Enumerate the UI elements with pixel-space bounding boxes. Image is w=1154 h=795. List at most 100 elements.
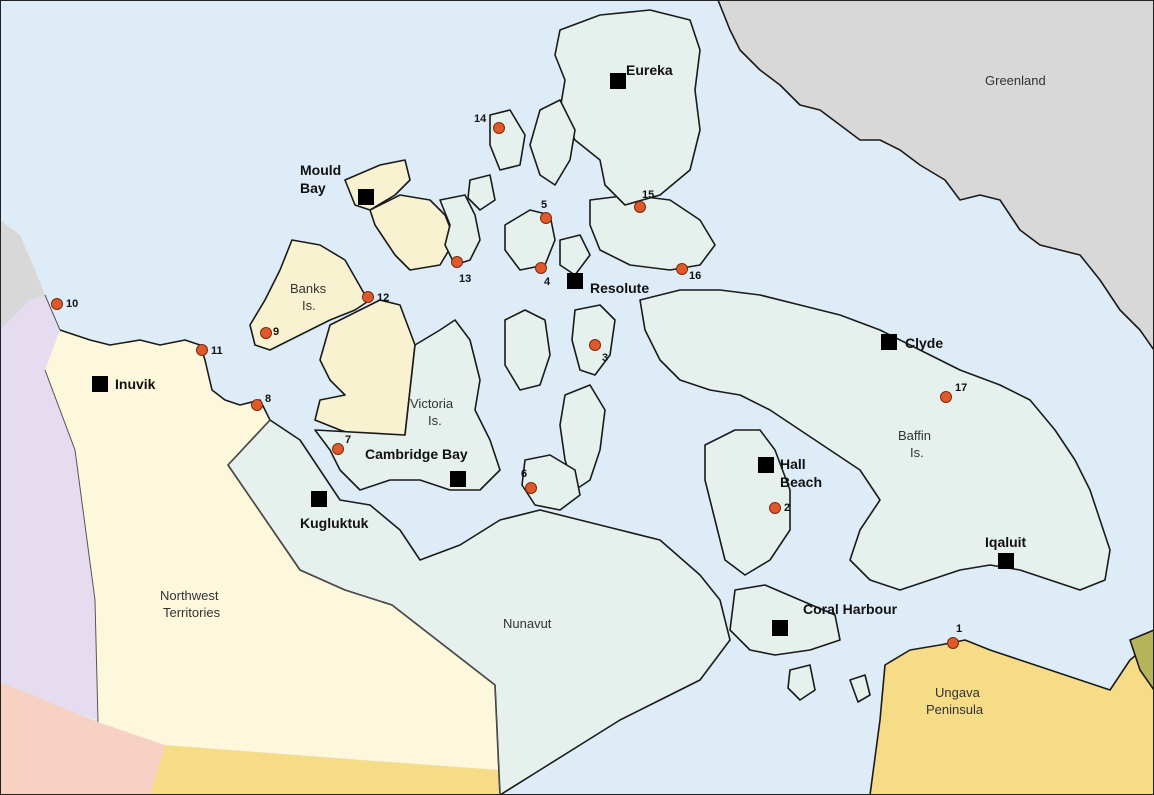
- coats-island: [787, 664, 816, 701]
- station-marker: [311, 491, 327, 507]
- melville-island: [369, 194, 456, 271]
- station-label: Kugluktuk: [300, 515, 369, 531]
- station-inuvik[interactable]: Inuvik: [92, 376, 156, 392]
- site-9[interactable]: 9: [260, 326, 280, 339]
- greenland-land: [717, 0, 1154, 351]
- label-ungava-2: Peninsula: [926, 702, 984, 717]
- site-12[interactable]: 12: [362, 291, 390, 305]
- small-island-a: [467, 174, 496, 211]
- melville-island-east: [439, 194, 481, 266]
- king-william-island: [521, 454, 581, 511]
- bathurst-island: [504, 209, 556, 271]
- site-2[interactable]: 2: [769, 502, 791, 514]
- alaska-land: [0, 220, 45, 330]
- station-marker: [92, 376, 108, 392]
- baffin-island: [639, 289, 1111, 591]
- site-marker: [362, 291, 374, 303]
- station-label: Cambridge Bay: [365, 446, 468, 462]
- station-coral-harbour[interactable]: Coral Harbour: [772, 601, 898, 636]
- label-nwt-2: Territories: [163, 605, 221, 620]
- label-greenland: Greenland: [985, 73, 1046, 88]
- site-label: 15: [642, 189, 654, 201]
- axel-heiberg-island: [529, 99, 576, 186]
- site-3[interactable]: 3: [589, 339, 609, 365]
- site-marker: [540, 212, 552, 224]
- station-label: Clyde: [905, 335, 943, 351]
- station-cambridge-bay[interactable]: Cambridge Bay: [365, 446, 468, 487]
- site-13[interactable]: 13: [451, 256, 472, 286]
- site-label: 10: [66, 298, 78, 310]
- label-baffin-1: Baffin: [898, 428, 931, 443]
- site-label: 17: [955, 382, 967, 394]
- label-baffin-2: Is.: [910, 445, 924, 460]
- site-1[interactable]: 1: [947, 623, 963, 649]
- site-label: 7: [345, 434, 351, 446]
- site-marker: [51, 298, 63, 310]
- boothia-peninsula: [559, 384, 606, 491]
- station-marker: [358, 189, 374, 205]
- station-clyde[interactable]: Clyde: [881, 334, 943, 351]
- prince-of-wales-island: [504, 309, 551, 391]
- label-nunavut: Nunavut: [503, 616, 552, 631]
- site-6[interactable]: 6: [521, 468, 537, 494]
- label-ungava-1: Ungava: [935, 685, 981, 700]
- site-label: 14: [474, 113, 487, 125]
- nwt-coast: [59, 329, 271, 421]
- station-label: Mould: [300, 162, 341, 178]
- site-15[interactable]: 15: [634, 189, 655, 213]
- site-marker: [589, 339, 601, 351]
- site-17[interactable]: 17: [940, 382, 968, 403]
- site-16[interactable]: 16: [676, 263, 702, 283]
- station-mould-bay[interactable]: Mould Bay: [300, 162, 374, 205]
- site-label: 4: [544, 276, 551, 288]
- site-label: 5: [541, 199, 547, 211]
- station-marker: [998, 553, 1014, 569]
- site-marker: [525, 482, 537, 494]
- site-marker: [634, 201, 646, 213]
- site-label: 6: [521, 468, 527, 480]
- site-label: 16: [689, 270, 701, 282]
- site-marker: [251, 399, 263, 411]
- site-label: 8: [265, 393, 271, 405]
- station-iqaluit[interactable]: Iqaluit: [985, 534, 1027, 569]
- label-victoria-1: Victoria: [410, 396, 454, 411]
- station-kugluktuk[interactable]: Kugluktuk: [300, 491, 369, 531]
- site-7[interactable]: 7: [332, 434, 352, 455]
- label-victoria-2: Is.: [428, 413, 442, 428]
- station-label: Bay: [300, 180, 326, 196]
- site-marker: [196, 344, 208, 356]
- site-marker: [535, 262, 547, 274]
- station-marker: [450, 471, 466, 487]
- site-marker: [493, 122, 505, 134]
- station-resolute[interactable]: Resolute: [567, 273, 649, 296]
- station-label: Coral Harbour: [803, 601, 898, 617]
- ellesmere-island: [554, 9, 701, 206]
- site-10[interactable]: 10: [51, 298, 79, 310]
- site-marker: [940, 391, 952, 403]
- site-4[interactable]: 4: [535, 262, 552, 289]
- site-8[interactable]: 8: [251, 393, 272, 411]
- site-11[interactable]: 11: [196, 344, 223, 358]
- station-label: Resolute: [590, 280, 649, 296]
- yukon-border: [44, 294, 99, 723]
- station-marker: [772, 620, 788, 636]
- site-label: 12: [377, 292, 389, 304]
- station-hall-beach[interactable]: Hall Beach: [758, 456, 822, 490]
- station-eureka[interactable]: Eureka: [610, 62, 673, 89]
- nwt-land: [45, 330, 500, 770]
- cornwallis-island: [559, 234, 591, 276]
- site-marker: [451, 256, 463, 268]
- site-marker: [332, 443, 344, 455]
- site-label: 9: [273, 326, 279, 338]
- site-5[interactable]: 5: [540, 199, 552, 224]
- station-marker: [610, 73, 626, 89]
- site-marker: [947, 637, 959, 649]
- station-label: Beach: [780, 474, 822, 490]
- label-banks-2: Is.: [302, 298, 316, 313]
- site-label: 2: [784, 502, 790, 514]
- devon-island: [589, 194, 716, 271]
- station-marker: [567, 273, 583, 289]
- station-label: Hall: [780, 456, 806, 472]
- site-14[interactable]: 14: [474, 113, 505, 134]
